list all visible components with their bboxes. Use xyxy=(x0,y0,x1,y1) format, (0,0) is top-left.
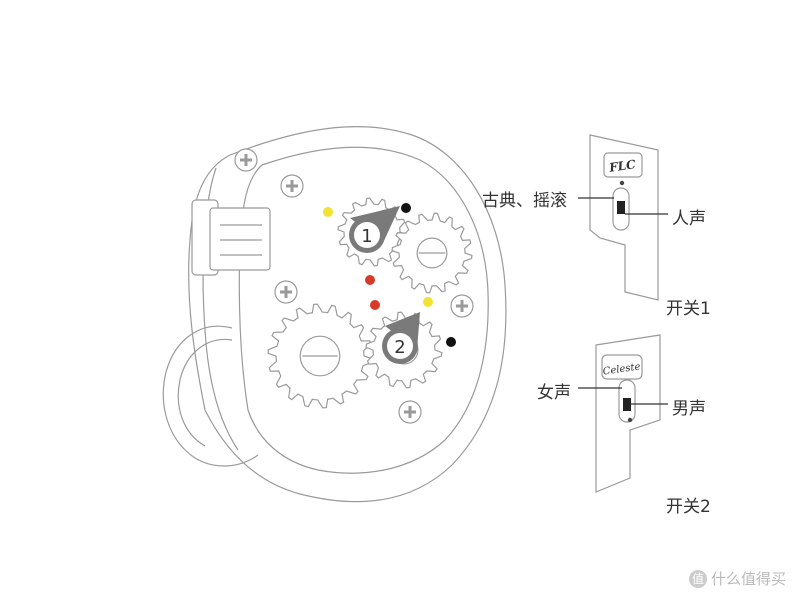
dot-red-2 xyxy=(370,300,380,310)
screw-cross-5 xyxy=(240,154,252,166)
switch-1-left-label: 古典、摇滚 xyxy=(482,191,567,211)
screw-heads xyxy=(234,148,474,424)
indicator-dots xyxy=(323,203,456,347)
screw-cross-1 xyxy=(286,180,298,192)
switch-1-knob[interactable] xyxy=(617,201,625,214)
dot-red-1 xyxy=(365,275,375,285)
watermark-text: 什么值得买 xyxy=(710,570,786,588)
switch-1-plate: FLC xyxy=(578,134,668,301)
screw-cross-3 xyxy=(456,300,468,312)
watermark: 值 什么值得买 xyxy=(688,568,786,589)
dot-yellow-2 xyxy=(423,297,433,307)
marker-1-label: 1 xyxy=(361,226,372,247)
connector-block xyxy=(191,199,271,276)
ear-tip xyxy=(162,325,259,467)
dot-yellow-1 xyxy=(323,207,333,217)
switch-1-caption: 开关1 xyxy=(666,299,711,319)
switch-2-right-label: 男声 xyxy=(672,399,706,419)
switch-2-knob[interactable] xyxy=(623,398,631,411)
switch-1-led xyxy=(619,180,625,186)
switch-1-brand: FLC xyxy=(607,157,637,175)
shell-inner xyxy=(238,146,489,474)
switch-2-left-label: 女声 xyxy=(537,383,571,403)
gears xyxy=(267,197,473,409)
switch-2-brand: Celeste xyxy=(602,361,641,377)
marker-2: 2 xyxy=(382,312,420,364)
screw-cross-2 xyxy=(280,286,292,298)
watermark-badge-icon: 值 xyxy=(688,569,707,588)
dot-black-2 xyxy=(446,337,456,347)
shell-outer xyxy=(188,126,507,503)
switch-1-right-label: 人声 xyxy=(672,209,706,229)
screw-cross-4 xyxy=(404,406,416,418)
switch-1-logo-frame xyxy=(603,152,643,178)
switch-2-caption: 开关2 xyxy=(666,497,711,517)
marker-1: 1 xyxy=(349,206,400,253)
marker-2-label: 2 xyxy=(394,337,405,358)
switch-2-plate: Celeste xyxy=(578,334,668,493)
switch-2-led xyxy=(627,417,633,423)
switch-2-logo-frame xyxy=(601,354,643,380)
dot-black-1 xyxy=(401,203,411,213)
